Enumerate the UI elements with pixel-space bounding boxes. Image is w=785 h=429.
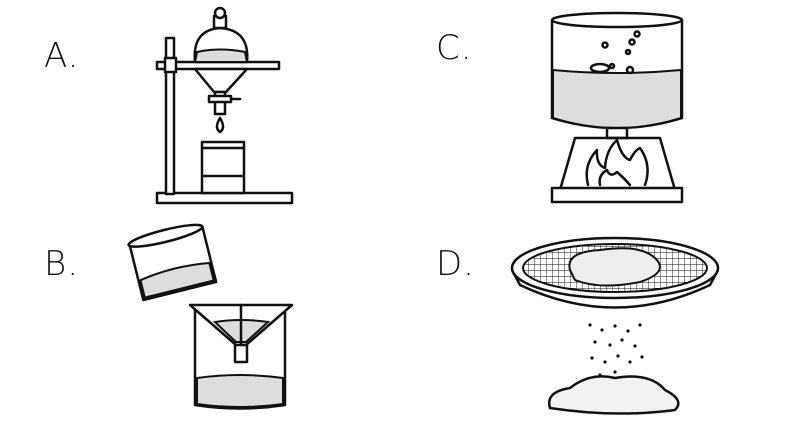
label-c: C. bbox=[436, 28, 473, 68]
falling-particles bbox=[588, 323, 644, 379]
diagram-a-separating-funnel bbox=[155, 6, 294, 205]
label-d: D. bbox=[436, 244, 475, 284]
diagram-c-evaporation bbox=[550, 11, 684, 204]
diagram-d-sieve bbox=[510, 236, 720, 415]
label-a: A. bbox=[44, 36, 80, 76]
label-b: B. bbox=[44, 244, 80, 284]
diagram-b-filtration bbox=[127, 223, 294, 410]
